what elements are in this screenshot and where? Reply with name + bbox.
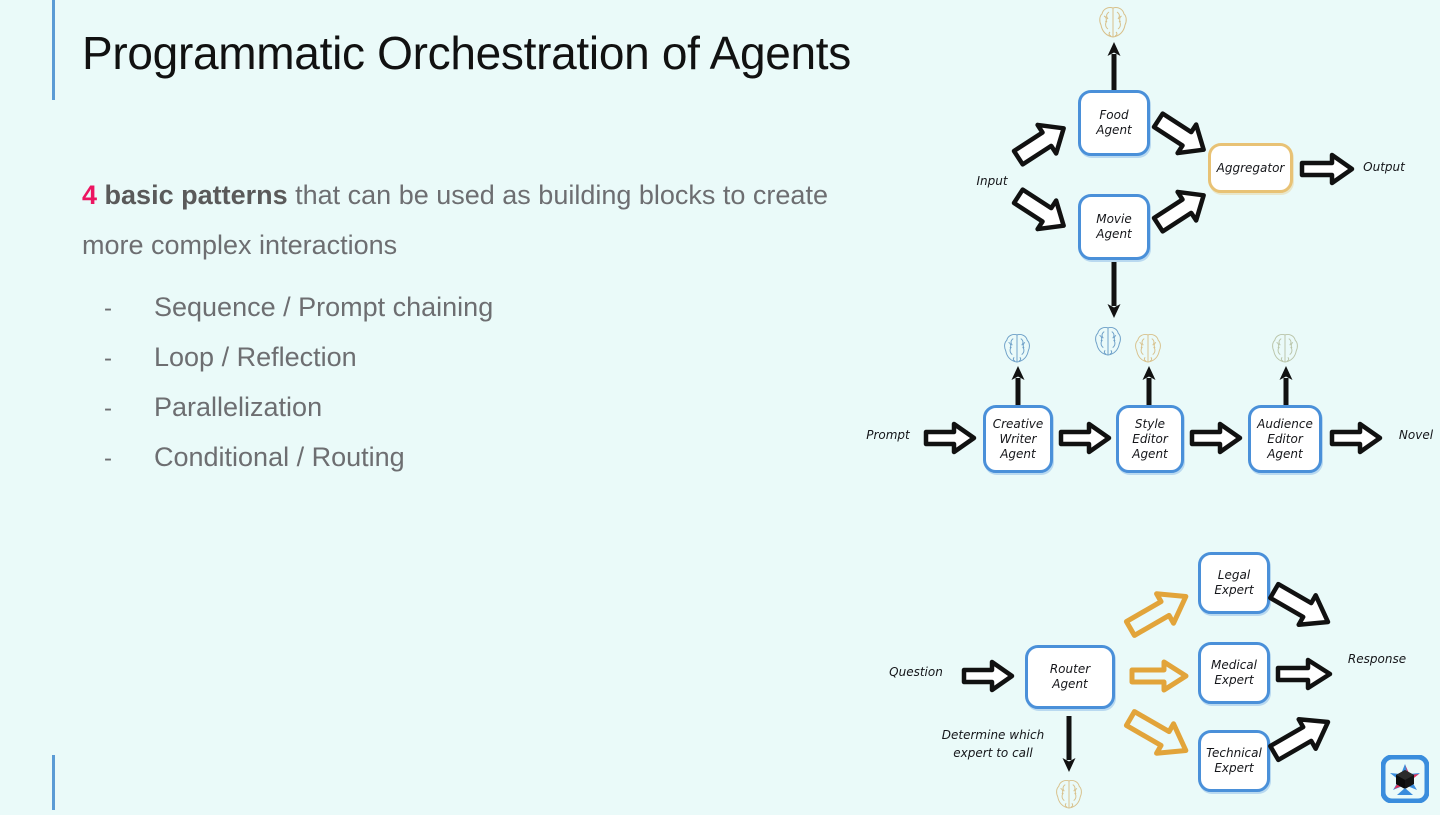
bullet-label-parallelization: Parallelization <box>154 392 323 422</box>
accent-rule-top <box>52 0 55 100</box>
node-audience-editor-line-3: Agent <box>1267 446 1303 461</box>
technical-expert-to-response-arrow <box>1268 717 1331 763</box>
question-label: Question <box>889 665 943 679</box>
node-legal-expert[interactable]: Legal Expert <box>1198 552 1270 614</box>
node-technical-expert-line-2: Expert <box>1214 761 1254 775</box>
legal-expert-to-response-arrow <box>1268 581 1331 627</box>
node-creative-writer-line-1: Creative <box>992 416 1044 431</box>
list-item: - Sequence / Prompt chaining <box>104 292 804 342</box>
node-technical-expert-line-1: Technical <box>1206 746 1262 760</box>
question-to-router-arrow <box>961 659 1015 693</box>
router-to-brain-arrow <box>1062 716 1076 772</box>
bullet-label-loop: Loop / Reflection <box>154 342 357 372</box>
node-audience-editor-agent[interactable]: Audience Editor Agent <box>1248 405 1322 473</box>
input-label: Input <box>976 174 1008 188</box>
routing-diagram: Question Router Agent Legal <box>870 530 1440 810</box>
node-router-agent-line-2: Agent <box>1052 677 1088 691</box>
input-to-movie-agent-arrow <box>1011 187 1066 232</box>
node-food-agent-line-1: Food <box>1099 108 1129 122</box>
list-item: - Conditional / Routing <box>104 442 804 492</box>
router-to-legal-expert-arrow <box>1123 591 1189 638</box>
node-audience-editor-line-1: Audience <box>1257 416 1313 431</box>
accent-rule-bottom <box>52 755 55 810</box>
node-aggregator-label: Aggregator <box>1216 160 1285 175</box>
lead-number: 4 <box>82 180 98 210</box>
list-item: - Loop / Reflection <box>104 342 804 392</box>
node-movie-agent-line-1: Movie <box>1096 212 1132 226</box>
router-to-technical-expert-arrow <box>1123 709 1189 756</box>
response-label: Response <box>1347 652 1407 666</box>
node-style-editor-line-1: Style <box>1134 416 1166 431</box>
list-item: - Parallelization <box>104 392 804 442</box>
audience-editor-to-novel-arrow <box>1329 421 1383 455</box>
bullet-dash: - <box>104 345 112 372</box>
node-medical-expert[interactable]: Medical Expert <box>1198 642 1270 704</box>
node-style-editor-line-2: Editor <box>1132 431 1168 446</box>
creative-writer-to-style-editor-arrow <box>1058 421 1112 455</box>
node-style-editor-line-3: Agent <box>1132 446 1168 461</box>
node-creative-writer-line-2: Writer <box>999 431 1037 446</box>
creative-writer-brain-icon <box>1002 332 1032 364</box>
novel-label: Novel <box>1398 428 1434 442</box>
brand-logo[interactable] <box>1380 754 1430 804</box>
input-to-food-agent-arrow <box>1011 122 1066 167</box>
determine-expert-note: Determine which expert to call <box>941 728 1045 760</box>
aggregator-to-output-arrow <box>1299 152 1355 186</box>
bullet-dash: - <box>104 295 112 322</box>
audience-editor-brain-icon <box>1270 332 1300 364</box>
food-agent-to-aggregator-arrow <box>1151 111 1206 156</box>
pattern-list: - Sequence / Prompt chaining - Loop / Re… <box>104 292 804 492</box>
parallelization-diagram: Food Agent Movie Agent Aggregator Input … <box>950 0 1440 318</box>
router-agent-brain-icon <box>1054 778 1084 810</box>
lead-strong: basic patterns <box>104 180 288 210</box>
movie-agent-brain-icon <box>1093 325 1123 357</box>
node-router-agent[interactable]: Router Agent <box>1025 645 1115 709</box>
movie-agent-to-brain-arrow <box>1107 262 1121 318</box>
node-legal-expert-line-2: Expert <box>1214 583 1254 597</box>
node-food-agent-line-2: Agent <box>1096 123 1132 137</box>
router-to-medical-expert-arrow <box>1129 659 1189 693</box>
node-technical-expert[interactable]: Technical Expert <box>1198 730 1270 792</box>
style-editor-to-audience-editor-arrow <box>1189 421 1243 455</box>
node-food-agent[interactable]: Food Agent <box>1078 90 1150 156</box>
medical-expert-to-response-arrow <box>1275 657 1333 691</box>
movie-agent-to-aggregator-arrow <box>1151 189 1206 234</box>
node-legal-expert-line-1: Legal <box>1217 568 1251 582</box>
node-router-agent-line-1: Router <box>1049 662 1091 676</box>
node-creative-writer-agent[interactable]: Creative Writer Agent <box>983 405 1053 473</box>
node-audience-editor-line-2: Editor <box>1267 431 1303 446</box>
node-medical-expert-line-1: Medical <box>1211 658 1257 672</box>
style-editor-brain-icon <box>1133 332 1163 364</box>
food-agent-brain-icon <box>1097 5 1129 39</box>
page-title: Programmatic Orchestration of Agents <box>82 27 851 79</box>
prompt-chaining-diagram: Prompt Creative Writer Agent Style Edito… <box>850 320 1440 510</box>
node-movie-agent[interactable]: Movie Agent <box>1078 194 1150 260</box>
node-creative-writer-line-3: Agent <box>1000 446 1036 461</box>
bullet-label-conditional: Conditional / Routing <box>154 442 405 472</box>
bullet-dash: - <box>104 445 112 472</box>
lead-paragraph: 4 basic patterns that can be used as bui… <box>82 170 842 270</box>
bullet-label-sequence: Sequence / Prompt chaining <box>154 292 494 322</box>
node-style-editor-agent[interactable]: Style Editor Agent <box>1116 405 1184 473</box>
node-movie-agent-line-2: Agent <box>1096 227 1132 241</box>
prompt-label: Prompt <box>866 428 910 442</box>
node-aggregator[interactable]: Aggregator <box>1208 143 1293 193</box>
lead-rest: that can be used as building blocks to c… <box>82 180 828 260</box>
node-medical-expert-line-2: Expert <box>1214 673 1254 687</box>
output-label: Output <box>1363 160 1405 174</box>
prompt-to-creative-writer-arrow <box>923 421 977 455</box>
bullet-dash: - <box>104 395 112 422</box>
